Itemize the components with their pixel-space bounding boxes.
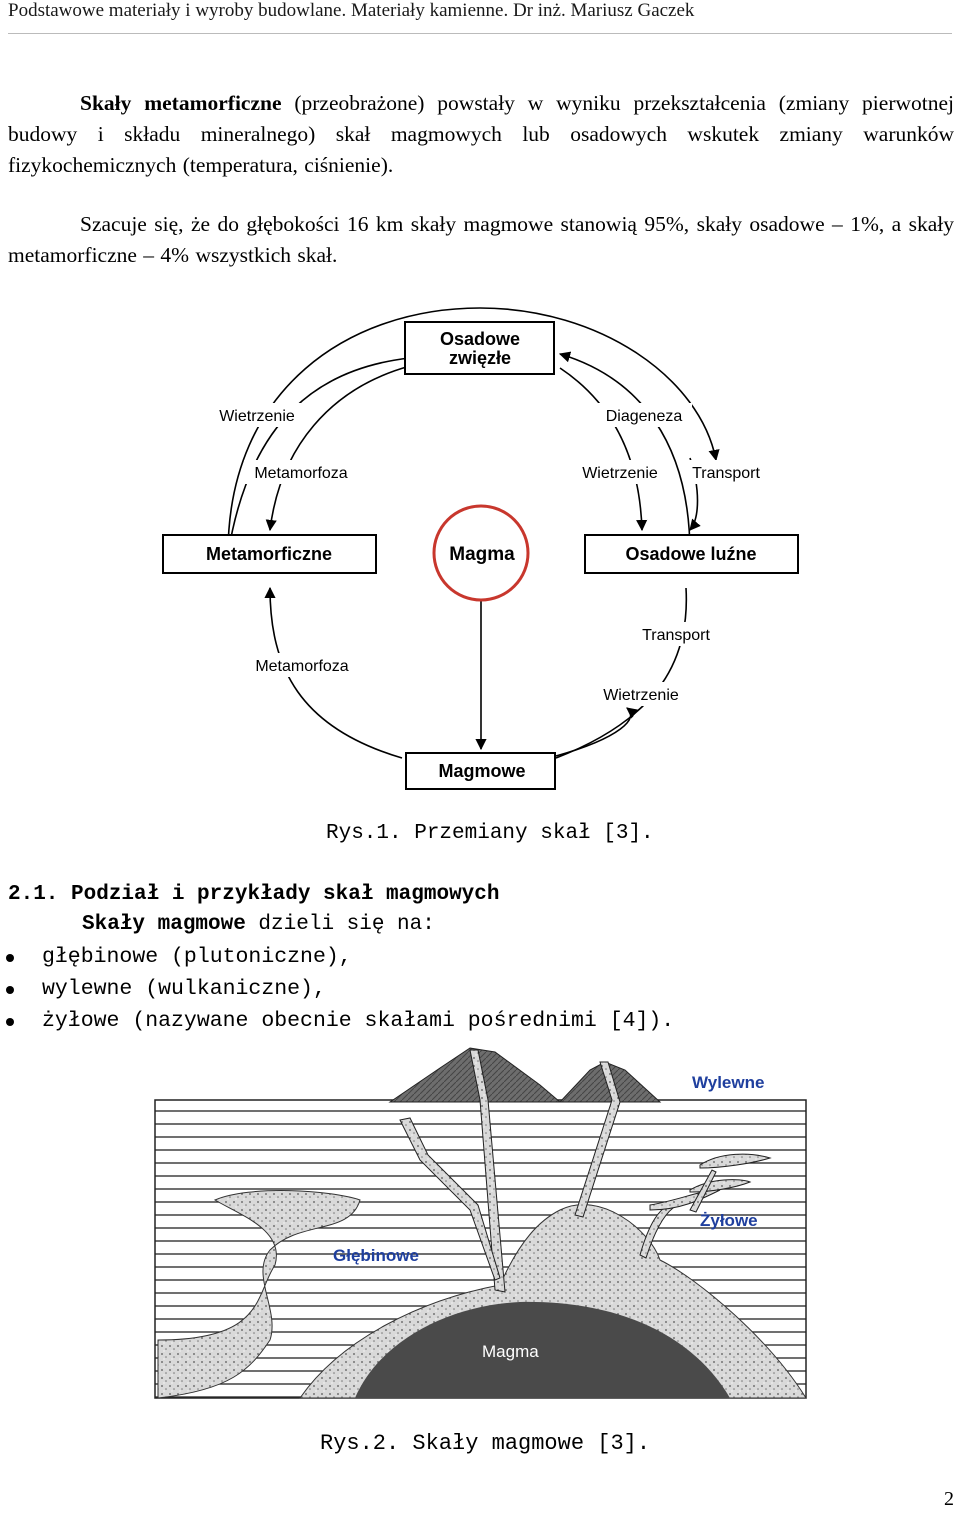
- header-rule: [8, 33, 952, 34]
- magma-label: Magma: [449, 544, 515, 565]
- magma-chamber: [355, 1301, 730, 1398]
- box-magmowe-label: Magmowe: [438, 761, 525, 781]
- arc-wietrzenie-bottom: [555, 707, 639, 757]
- sill-3: [699, 1153, 772, 1169]
- label-wylewne: Wylewne: [692, 1073, 764, 1092]
- box-osadowe-zwiezle: [404, 321, 555, 375]
- arc-wietrzenie-right: [559, 367, 648, 532]
- pluton-left: [157, 1190, 361, 1399]
- section-lead: Skały magmowe dzieli się na:: [82, 913, 435, 936]
- arc-outer-right: [479, 307, 720, 462]
- box-metamorficzne-label: Metamorficzne: [206, 544, 332, 564]
- label-transport-bottom: Transport: [642, 627, 710, 644]
- label-transport-top: Transport: [692, 465, 760, 482]
- running-header: Podstawowe materiały i wyroby budowlane.…: [8, 0, 695, 21]
- intro-term: Skały metamorficzne: [80, 91, 282, 115]
- section-lead-rest: dzieli się na:: [245, 913, 435, 936]
- rock-types-list: głębinowe (plutoniczne), wylewne (wulkan…: [0, 941, 960, 1037]
- label-wietrzenie-bottom: Wietrzenie: [603, 687, 679, 704]
- list-item: wylewne (wulkaniczne),: [0, 973, 960, 1005]
- dike-branch: [399, 1117, 501, 1281]
- label-glebinowe: Głębinowe: [333, 1246, 419, 1265]
- figure2-caption: Rys.2. Skały magmowe [3].: [320, 1431, 651, 1456]
- sill-link: [689, 1169, 717, 1213]
- label-wietrzenie-top-left: Wietrzenie: [219, 408, 295, 425]
- arc-diageneza: [558, 351, 691, 555]
- box-metamorficzne: [162, 534, 377, 574]
- box-osadowe-luzne: [584, 534, 799, 574]
- list-item: głębinowe (plutoniczne),: [0, 941, 960, 973]
- box-magmowe: [405, 752, 556, 790]
- estimate-paragraph: Szacuje się, że do głębokości 16 km skał…: [8, 212, 954, 267]
- magma-ring: [432, 504, 530, 602]
- bullet-icon: [6, 986, 14, 994]
- bullet-icon: [6, 1018, 14, 1026]
- intro-paragraph: Skały metamorficzne (przeobrażone) powst…: [8, 88, 954, 181]
- box-osadowe-luzne-label: Osadowe luźne: [625, 544, 756, 564]
- arc-transport-bottom: [555, 587, 688, 759]
- label-wietrzenie-top-right: Wietrzenie: [582, 465, 658, 482]
- arc-outer-left: [227, 307, 481, 555]
- list-item: żyłowe (nazywane obecnie skałami pośredn…: [0, 1005, 960, 1037]
- section-heading: 2.1. Podział i przykłady skał magmowych: [8, 883, 500, 906]
- section-lead-bold: Skały magmowe: [82, 913, 246, 936]
- dike-right: [574, 1061, 621, 1218]
- label-metamorfoza-bottom: Metamorfoza: [255, 658, 348, 675]
- figure1-caption: Rys.1. Przemiany skał [3].: [326, 822, 654, 845]
- arc-metamorfoza-top: [265, 365, 411, 532]
- arc-wietrzenie-left: [227, 357, 411, 555]
- igneous-rocks-diagram: Wylewne Żyłowe Głębinowe Magma: [154, 1047, 807, 1399]
- arc-metamorfoza-bottom: [264, 586, 403, 759]
- dike-main: [469, 1049, 506, 1293]
- label-magma: Magma: [482, 1342, 539, 1361]
- label-zylowe: Żyłowe: [700, 1211, 758, 1230]
- box-zwiezle-line2: zwięzłe: [449, 348, 511, 368]
- intro-rest: (przeobrażone) powstały w wyniku przeksz…: [8, 91, 954, 177]
- rock-cycle-diagram: Osadowe zwięzłe Metamorficzne Magma Osad…: [162, 307, 799, 790]
- page-number: 2: [944, 1488, 954, 1510]
- label-metamorfoza-top: Metamorfoza: [254, 465, 347, 482]
- label-diageneza: Diageneza: [606, 408, 683, 425]
- box-osadowe-line1: Osadowe: [440, 329, 520, 349]
- bullet-icon: [6, 954, 14, 962]
